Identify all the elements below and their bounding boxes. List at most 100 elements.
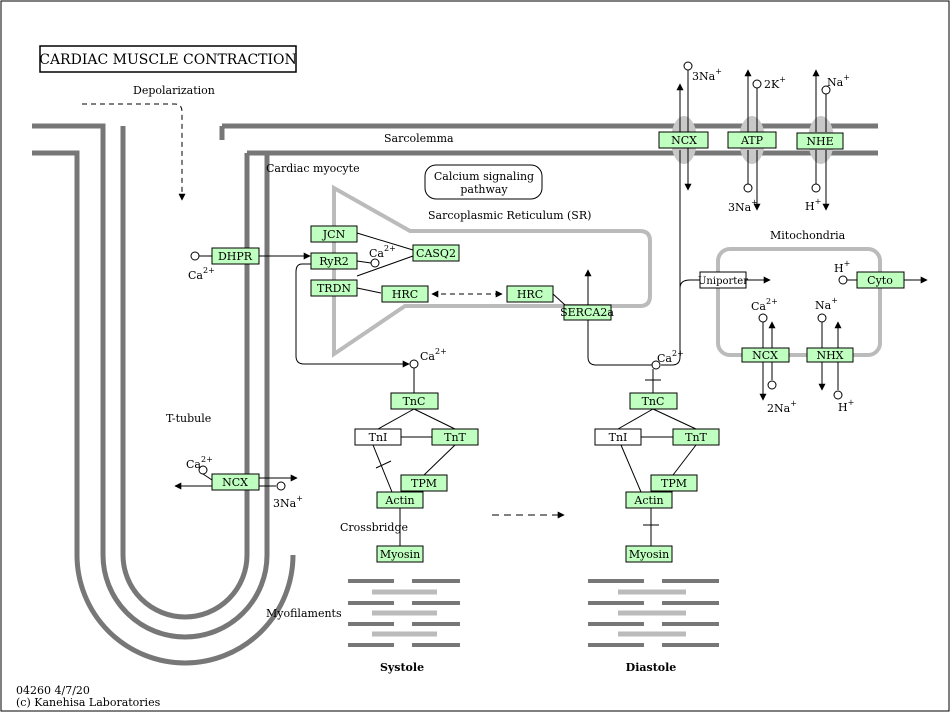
gene-hrc-1[interactable]: HRC (381, 285, 429, 303)
svg-text:Na+: Na+ (827, 73, 850, 89)
svg-text:TnI: TnI (369, 431, 388, 444)
svg-text:NCX: NCX (752, 349, 778, 362)
svg-text:NCX: NCX (222, 476, 248, 489)
gene-actin-diastole[interactable]: Actin (625, 491, 673, 509)
svg-text:Actin: Actin (633, 494, 663, 507)
gene-tnt-systole[interactable]: TnT (431, 428, 479, 446)
gene-ncx-sarcolemma[interactable]: NCX (658, 131, 709, 149)
mito-transport-wires (758, 313, 843, 401)
title-box: CARDIAC MUSCLE CONTRACTION (39, 45, 297, 73)
gene-ncx-mito[interactable]: NCX (741, 347, 790, 363)
gene-tpm-diastole[interactable]: TPM (650, 474, 698, 492)
svg-text:H+: H+ (834, 259, 850, 275)
ca-systole-compound[interactable] (409, 359, 419, 369)
svg-text:SERCA2a: SERCA2a (560, 306, 614, 319)
gene-tnc-diastole[interactable]: TnC (629, 392, 678, 410)
gene-tnc-systole[interactable]: TnC (390, 392, 439, 410)
gene-jcn[interactable]: JCN (310, 225, 358, 243)
svg-text:TRDN: TRDN (317, 282, 351, 295)
gene-cyto[interactable]: Cyto (856, 271, 905, 289)
svg-text:H+: H+ (805, 197, 821, 213)
ca-dhpr-compound[interactable] (190, 251, 200, 261)
systole-label: Systole (380, 661, 424, 674)
sr-membrane (332, 184, 652, 358)
na-tt-compound[interactable] (276, 481, 286, 491)
calcium-signaling-link[interactable]: Calcium signaling pathway (424, 164, 543, 200)
gene-trdn[interactable]: TRDN (310, 279, 358, 297)
gene-myosin-systole[interactable]: Myosin (376, 545, 424, 563)
sarcolemma-label: Sarcolemma (384, 132, 454, 145)
ca-ryr-compound[interactable] (370, 258, 380, 268)
gene-tni-diastole[interactable]: TnI (594, 428, 642, 446)
ca-diastole-compound[interactable] (651, 360, 661, 370)
svg-text:TnT: TnT (444, 431, 466, 444)
gene-nhx[interactable]: NHX (806, 347, 854, 363)
gene-ncx-t-tubule[interactable]: NCX (211, 473, 260, 491)
gene-serca2a[interactable]: SERCA2a (560, 304, 614, 321)
diastole-complex-wires (617, 369, 697, 546)
svg-text:Ca2+: Ca2+ (420, 347, 447, 363)
svg-text:Ca2+: Ca2+ (657, 349, 684, 365)
gene-tni-systole[interactable]: TnI (354, 428, 402, 446)
serca-uptake (587, 320, 652, 366)
svg-text:HRC: HRC (392, 288, 418, 301)
svg-text:3Na+: 3Na+ (273, 494, 303, 510)
gene-atp[interactable]: ATP (727, 131, 777, 149)
svg-text:CASQ2: CASQ2 (416, 247, 456, 260)
gene-casq2[interactable]: CASQ2 (412, 244, 460, 262)
svg-text:HRC: HRC (517, 288, 543, 301)
svg-text:ATP: ATP (740, 134, 764, 147)
myofilaments-diastole (588, 579, 719, 647)
svg-text:DHPR: DHPR (218, 250, 253, 263)
svg-text:Uniporter: Uniporter (698, 276, 748, 287)
gene-hrc-2[interactable]: HRC (506, 285, 554, 303)
sarcolemma-membrane (32, 123, 878, 666)
gene-uniporter[interactable]: Uniporter (698, 271, 748, 289)
svg-text:Ca2+: Ca2+ (186, 455, 213, 471)
svg-text:Myosin: Myosin (629, 548, 669, 561)
gene-dhpr[interactable]: DHPR (211, 247, 260, 265)
gene-tpm-systole[interactable]: TPM (400, 474, 448, 492)
svg-text:TnC: TnC (403, 395, 426, 408)
svg-text:TPM: TPM (411, 477, 437, 490)
gene-myosin-diastole[interactable]: Myosin (625, 545, 673, 563)
page-title: CARDIAC MUSCLE CONTRACTION (39, 52, 297, 68)
gene-ryr2[interactable]: RyR2 (310, 252, 358, 270)
ca-ryr-label: Ca2+ (369, 244, 396, 260)
svg-text:Ca2+: Ca2+ (751, 297, 778, 313)
svg-text:3Na+: 3Na+ (728, 198, 758, 214)
mitochondria-membrane (716, 247, 882, 357)
cardiac-myocyte-label: Cardiac myocyte (266, 162, 360, 175)
svg-text:NHX: NHX (816, 349, 843, 362)
gene-actin-systole[interactable]: Actin (376, 491, 424, 509)
svg-text:TPM: TPM (661, 477, 687, 490)
svg-text:Cyto: Cyto (867, 274, 893, 287)
gene-tnt-diastole[interactable]: TnT (672, 428, 720, 446)
svg-text:JCN: JCN (322, 228, 346, 241)
diastole-label: Diastole (626, 661, 677, 674)
gene-nhe[interactable]: NHE (796, 132, 844, 150)
top-ion-labels: 3Na+ 2K+ Na+ 3Na+ H+ (692, 67, 850, 214)
crossbridge-label: Crossbridge (340, 521, 408, 534)
h-cyto-compound[interactable] (838, 275, 848, 285)
svg-text:TnC: TnC (642, 395, 665, 408)
top-transport-wires (676, 61, 831, 211)
svg-text:2Na+: 2Na+ (767, 399, 797, 415)
svg-text:Myosin: Myosin (380, 548, 420, 561)
svg-text:TnT: TnT (685, 431, 707, 444)
t-tubule-label: T-tubule (166, 412, 211, 425)
svg-text:NHE: NHE (806, 135, 833, 148)
svg-text:Actin: Actin (384, 494, 414, 507)
svg-text:H+: H+ (838, 398, 854, 414)
depolarization-label: Depolarization (133, 84, 215, 97)
ryr-release-arrow (295, 263, 410, 368)
sr-label: Sarcoplasmic Reticulum (SR) (428, 209, 591, 222)
footer-copyright: (c) Kanehisa Laboratories (16, 696, 161, 709)
svg-text:Calcium signaling: Calcium signaling (434, 170, 534, 183)
myofilaments-systole (348, 579, 460, 647)
myofilaments-label: Myofilaments (266, 607, 342, 620)
svg-text:3Na+: 3Na+ (692, 67, 722, 83)
